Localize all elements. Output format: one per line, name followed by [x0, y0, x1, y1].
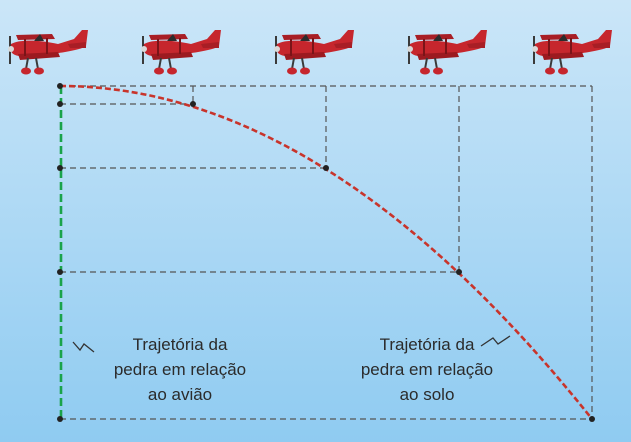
position-dot	[57, 269, 63, 275]
position-dot	[589, 416, 595, 422]
label-line: Trajetória da	[133, 335, 228, 354]
pointer-to-vertical-icon	[72, 341, 95, 353]
position-dot	[456, 269, 462, 275]
label-line: pedra em relação	[114, 360, 246, 379]
label-plane-frame: Trajetória da pedra em relação ao avião	[114, 335, 246, 404]
label-ground-frame: Trajetória da pedra em relação ao solo	[361, 335, 493, 404]
position-dot	[57, 416, 63, 422]
pointer-to-parabola-icon	[480, 335, 511, 347]
reference-grid	[60, 85, 593, 420]
label-line: ao avião	[148, 385, 212, 404]
label-line: ao solo	[400, 385, 455, 404]
position-dot	[57, 83, 63, 89]
position-dot	[323, 165, 329, 171]
position-dot	[57, 165, 63, 171]
position-dots	[57, 83, 595, 422]
position-dot	[190, 101, 196, 107]
label-line: pedra em relação	[361, 360, 493, 379]
label-line: Trajetória da	[380, 335, 475, 354]
position-dot	[57, 101, 63, 107]
